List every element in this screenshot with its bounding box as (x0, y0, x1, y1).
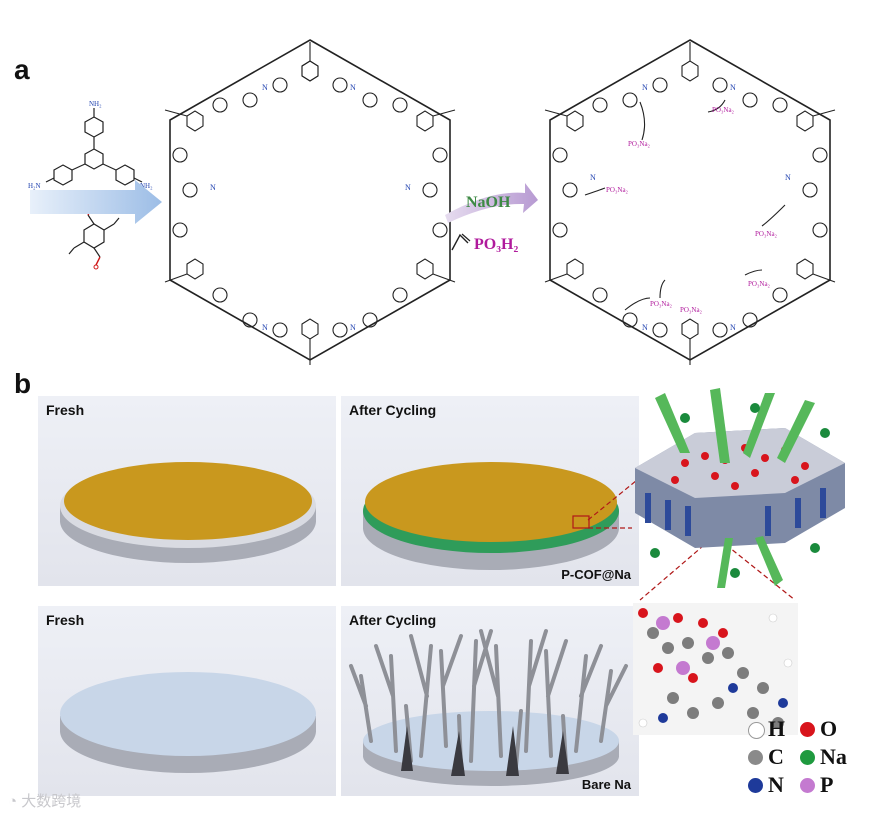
cof-crystal-block (635, 388, 845, 588)
bare-disk-dendrites (349, 629, 628, 786)
pcof-disk-cycled (363, 462, 619, 570)
watermark: ◔ 大数跨境 (8, 790, 81, 811)
zoom-connectors (587, 475, 796, 601)
pendant-label-4: PO₃Na₂ (755, 230, 778, 238)
watermark-logo-icon: ◔ (8, 793, 18, 810)
tile-sublabel: Bare Na (581, 777, 631, 792)
svg-text:N: N (350, 83, 356, 92)
pcof-disk-fresh (60, 462, 316, 563)
tile-title: After Cycling (349, 402, 437, 418)
pendant-label-3: PO₃Na₂ (606, 186, 629, 194)
bare-disk-fresh (60, 672, 316, 773)
tile-title: Fresh (46, 402, 85, 418)
tile-title: After Cycling (349, 612, 437, 628)
tile-fresh-pcof: Fresh (38, 396, 336, 586)
tile-cycled-pcof: After Cycling P-COF@Na (341, 396, 639, 586)
legend-p-label: P (820, 772, 834, 797)
svg-text:N: N (405, 183, 411, 192)
svg-text:N: N (642, 83, 648, 92)
tile-title: Fresh (46, 612, 85, 628)
legend-p-dot (800, 778, 815, 793)
synthesis-arrow (30, 180, 162, 224)
pendant-label-1: PO₃Na₂ (628, 140, 651, 148)
pendant-label-6: PO₃Na₂ (748, 280, 771, 288)
legend-h-label: H (768, 716, 786, 741)
svg-text:N: N (350, 323, 356, 332)
svg-text:N: N (262, 323, 268, 332)
cof-framework-structure: N N N N N N (164, 39, 456, 365)
panel-b-label: b (14, 368, 32, 399)
naoh-reagent-label: NaOH (466, 194, 511, 211)
svg-text:N: N (730, 83, 736, 92)
svg-text:N: N (210, 183, 216, 192)
svg-text:N: N (785, 173, 791, 182)
svg-text:N: N (642, 323, 648, 332)
tile-fresh-bare: Fresh (38, 606, 336, 796)
legend-o-dot (800, 722, 815, 737)
atomic-zoom-view (633, 603, 798, 735)
legend-na-label: Na (820, 744, 847, 769)
svg-text:N: N (262, 83, 268, 92)
legend-c-dot (748, 750, 763, 765)
legend-n-label: N (768, 772, 784, 797)
h2n-left-label: H₂N (28, 182, 41, 190)
svg-text:N: N (590, 173, 596, 182)
pendant-label-2: PO₃Na₂ (712, 106, 735, 114)
legend-o-label: O (820, 716, 838, 741)
reaction-arrow (445, 183, 538, 251)
legend-na-dot (800, 750, 815, 765)
legend-n-dot (748, 778, 763, 793)
watermark-text: 大数跨境 (21, 793, 82, 810)
monomer-structures: NH₂ H₂N NH₂ (28, 100, 153, 270)
tile-cycled-bare: After Cycling Bare Na (341, 606, 639, 796)
nh2-top-label: NH₂ (89, 100, 102, 108)
panel-a-label: a (14, 54, 30, 85)
nh2-right-label: NH₂ (140, 182, 153, 190)
pendant-label-5: PO₃Na₂ (650, 300, 673, 308)
tile-sublabel: P-COF@Na (561, 567, 631, 582)
legend-c-label: C (768, 744, 784, 769)
phosphonic-acid-label: PO₃H₂ (474, 236, 519, 253)
pendant-label-7: PO₃Na₂ (680, 306, 703, 314)
functionalized-cof-structure: PO₃Na₂ PO₃Na₂ PO₃Na₂ PO₃Na₂ PO₃Na₂ PO₃Na… (544, 39, 836, 365)
legend-h-dot (748, 722, 765, 739)
svg-text:N: N (730, 323, 736, 332)
